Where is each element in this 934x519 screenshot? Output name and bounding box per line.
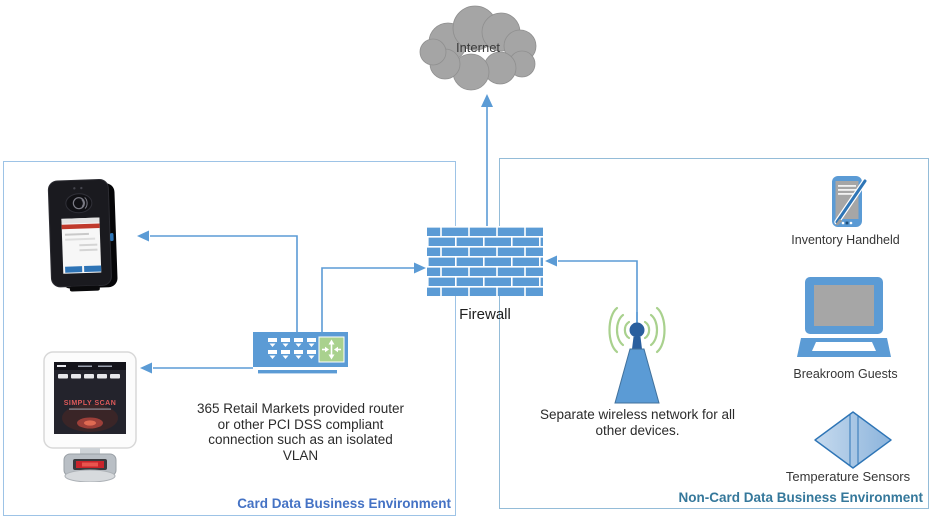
noncard-env-box bbox=[499, 158, 929, 509]
kiosk-screen-text: SIMPLY SCAN bbox=[64, 400, 117, 407]
router-arrows-icon bbox=[318, 336, 345, 363]
inventory-handheld-label: Inventory Handheld bbox=[791, 233, 900, 247]
card-payment-terminal-icon bbox=[47, 178, 118, 292]
card-env-label: Card Data Business Environment bbox=[237, 496, 451, 511]
arrowhead-left-icon bbox=[545, 255, 557, 267]
connector-router-firewall bbox=[321, 267, 415, 332]
laptop-icon bbox=[797, 277, 891, 357]
router-note-line: connection such as an isolated bbox=[208, 432, 393, 447]
wireless-antenna-icon bbox=[608, 306, 666, 404]
wireless-waves-icon bbox=[608, 306, 666, 354]
arrowhead-up-icon bbox=[481, 94, 493, 107]
arrowhead-left-icon bbox=[137, 230, 149, 242]
self-checkout-kiosk-icon: SIMPLY SCAN bbox=[43, 351, 137, 482]
wireless-note-line: other devices. bbox=[595, 423, 680, 438]
stylus-pen-icon bbox=[834, 178, 868, 226]
handheld-device-icon bbox=[832, 176, 868, 227]
wireless-note-line: Separate wireless network for all bbox=[539, 407, 736, 422]
router-ports-icon bbox=[268, 338, 316, 359]
temperature-sensor-diamond-icon bbox=[814, 411, 892, 469]
internet-label: Internet bbox=[456, 40, 500, 55]
firewall-brick-wall-icon bbox=[427, 226, 543, 296]
arrowhead-left-icon bbox=[140, 362, 152, 374]
router-switch-icon bbox=[253, 332, 348, 374]
router-note-line: VLAN bbox=[282, 447, 319, 463]
connector-router-terminal bbox=[150, 235, 298, 332]
connector-antenna-firewall bbox=[558, 260, 638, 326]
card-env-box bbox=[3, 161, 456, 516]
temperature-sensors-label: Temperature Sensors bbox=[785, 469, 911, 484]
router-note: 365 Retail Markets provided router or ot… bbox=[183, 401, 418, 463]
router-note-line: 365 Retail Markets provided router bbox=[196, 401, 405, 416]
arrowhead-right-icon bbox=[414, 262, 426, 274]
router-note-line: or other PCI DSS compliant bbox=[217, 416, 384, 432]
internet-cloud-icon: Internet bbox=[419, 5, 537, 91]
firewall-label: Firewall bbox=[459, 306, 511, 323]
breakroom-guests-label: Breakroom Guests bbox=[793, 367, 898, 381]
noncard-env-label: Non-Card Data Business Environment bbox=[678, 490, 923, 505]
wireless-note: Separate wireless network for all other … bbox=[520, 407, 755, 439]
